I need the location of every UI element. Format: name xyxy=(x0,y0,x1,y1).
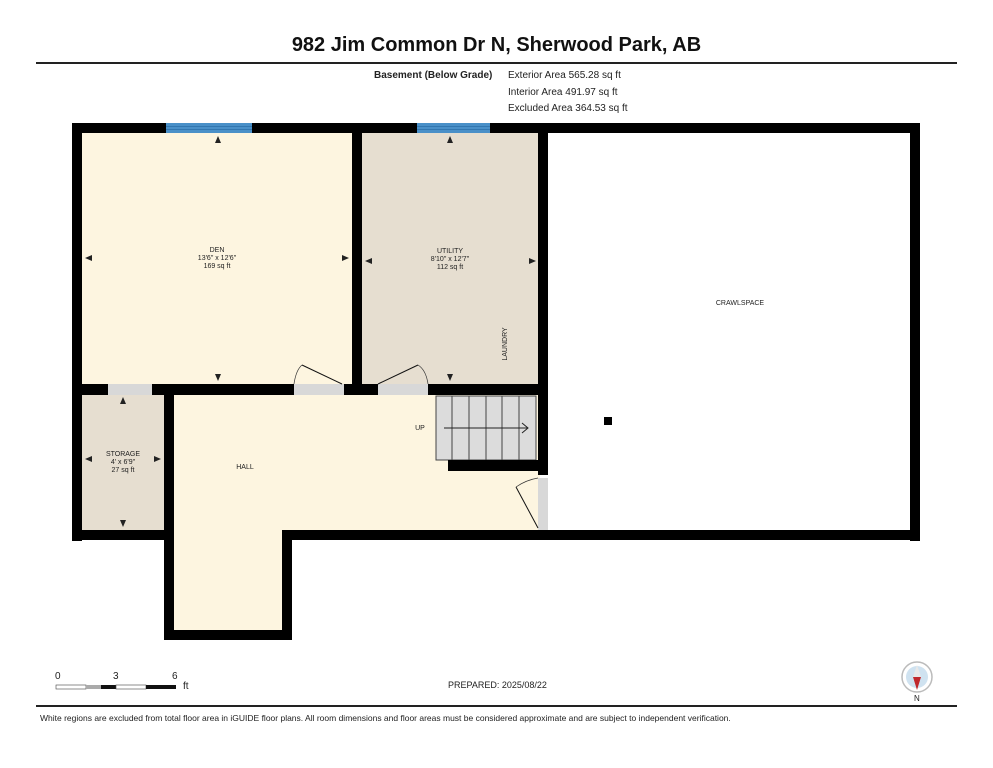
exterior-area: Exterior Area 565.28 sq ft xyxy=(508,70,621,81)
staircase xyxy=(435,395,537,461)
scale-tick-6: 6 xyxy=(172,671,178,682)
laundry-label: LAUNDRY xyxy=(502,327,509,361)
den-room xyxy=(82,132,352,384)
scale-bar xyxy=(55,684,176,690)
interior-area: Interior Area 491.97 sq ft xyxy=(508,87,618,98)
utility-label: UTILITY xyxy=(437,248,463,255)
floor-label: Basement (Below Grade) xyxy=(374,70,493,81)
den-area: 169 sq ft xyxy=(204,263,231,270)
stairs-up-label: UP xyxy=(415,425,425,432)
hall-label: HALL xyxy=(236,464,254,471)
prepared-date: PREPARED: 2025/08/22 xyxy=(448,680,547,690)
title-divider xyxy=(36,62,957,64)
excluded-area: Excluded Area 364.53 sq ft xyxy=(508,103,628,114)
dimension-arrows xyxy=(85,136,536,527)
utility-area: 112 sq ft xyxy=(437,264,463,271)
storage-dims: 4' x 6'9" xyxy=(111,459,136,466)
scale-tick-0: 0 xyxy=(55,671,61,682)
windows xyxy=(166,123,490,133)
doors xyxy=(108,364,548,530)
scale-unit: ft xyxy=(183,681,189,692)
crawlspace-room xyxy=(548,132,910,530)
den-label: DEN xyxy=(210,247,225,254)
scale-tick-3: 3 xyxy=(113,671,119,682)
storage-area: 27 sq ft xyxy=(112,467,135,474)
footer-divider xyxy=(36,705,957,707)
storage-label: STORAGE xyxy=(106,451,140,458)
compass-icon xyxy=(901,661,933,693)
crawlspace-label: CRAWLSPACE xyxy=(716,300,765,307)
page-title: 982 Jim Common Dr N, Sherwood Park, AB xyxy=(291,34,702,56)
den-dims: 13'6" x 12'6" xyxy=(198,255,237,262)
utility-room xyxy=(362,132,540,384)
compass-north-label: N xyxy=(914,694,920,703)
storage-room xyxy=(82,394,164,530)
utility-dims: 8'10" x 12'7" xyxy=(431,256,470,263)
disclaimer: White regions are excluded from total fl… xyxy=(40,713,731,723)
